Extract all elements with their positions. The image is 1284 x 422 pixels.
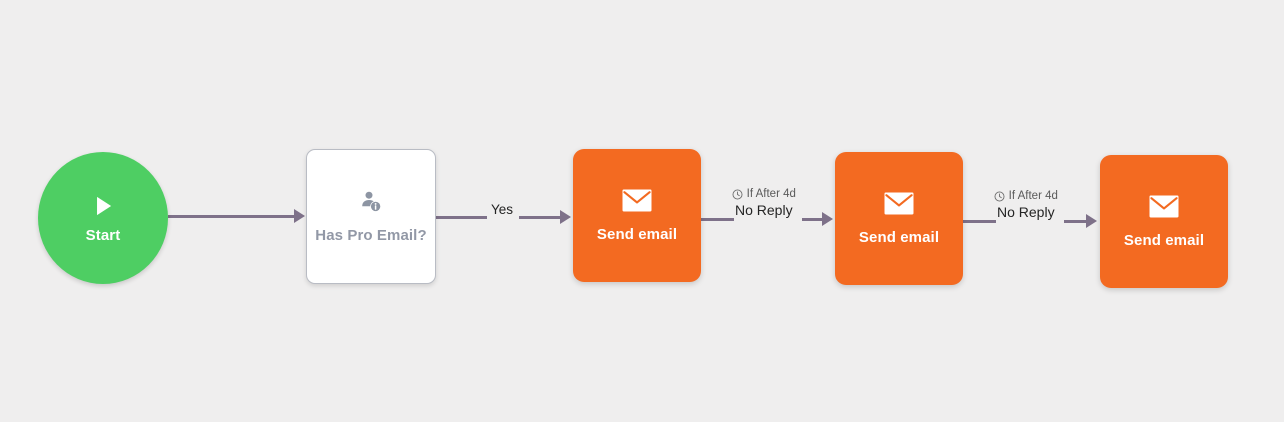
connector-decision-to-email1-right[interactable] bbox=[519, 216, 560, 219]
connector-email2-to-email3-left[interactable] bbox=[963, 220, 996, 223]
clock-icon bbox=[994, 191, 1005, 202]
edge-label-no-reply-1-text: No Reply bbox=[731, 202, 797, 218]
edge-condition-1: If After 4d bbox=[732, 188, 796, 200]
edge-label-no-reply-2-text: No Reply bbox=[993, 204, 1059, 220]
edge-label-yes[interactable]: Yes bbox=[487, 202, 518, 217]
edge-condition-1-text: If After 4d bbox=[746, 188, 796, 200]
node-send-email-1-label: Send email bbox=[596, 225, 678, 243]
node-send-email-1[interactable]: Send email bbox=[573, 149, 701, 282]
person-info-icon bbox=[358, 189, 384, 215]
arrowhead-decision bbox=[294, 209, 305, 223]
arrowhead-email1 bbox=[560, 210, 571, 224]
connector-decision-to-email1-left[interactable] bbox=[434, 216, 487, 219]
node-send-email-3-label: Send email bbox=[1123, 231, 1205, 249]
connector-email1-to-email2-right[interactable] bbox=[802, 218, 822, 221]
arrowhead-email2 bbox=[822, 212, 833, 226]
connector-email2-to-email3-right[interactable] bbox=[1064, 220, 1086, 223]
node-send-email-2-label: Send email bbox=[858, 228, 940, 246]
node-has-pro-email[interactable]: Has Pro Email? bbox=[306, 149, 436, 284]
edge-condition-2-text: If After 4d bbox=[1008, 190, 1058, 202]
edge-label-no-reply-2[interactable]: If After 4d No Reply bbox=[993, 190, 1059, 220]
node-start[interactable]: Start bbox=[38, 152, 168, 284]
node-has-pro-email-label: Has Pro Email? bbox=[315, 227, 427, 244]
node-send-email-3[interactable]: Send email bbox=[1100, 155, 1228, 288]
clock-icon bbox=[732, 189, 743, 200]
play-icon bbox=[90, 193, 116, 219]
node-start-label: Start bbox=[85, 226, 121, 244]
envelope-icon bbox=[1149, 195, 1179, 218]
envelope-icon bbox=[884, 192, 914, 215]
edge-condition-2: If After 4d bbox=[994, 190, 1058, 202]
edge-label-yes-text: Yes bbox=[487, 202, 518, 217]
node-send-email-2[interactable]: Send email bbox=[835, 152, 963, 285]
connector-start-to-decision[interactable] bbox=[168, 215, 294, 218]
edge-label-no-reply-1[interactable]: If After 4d No Reply bbox=[731, 188, 797, 218]
envelope-icon bbox=[622, 189, 652, 212]
arrowhead-email3 bbox=[1086, 214, 1097, 228]
connector-email1-to-email2-left[interactable] bbox=[701, 218, 734, 221]
